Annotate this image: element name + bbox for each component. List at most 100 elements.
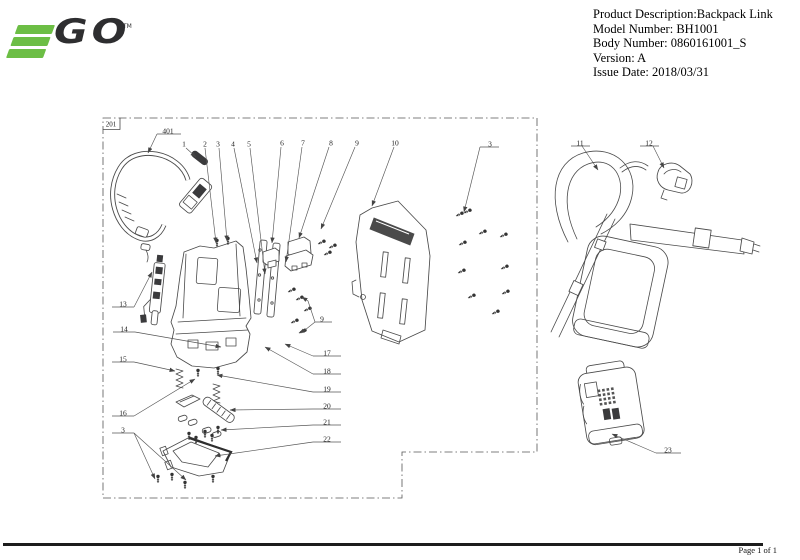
leader-line: [216, 373, 314, 393]
leader-line: [463, 146, 481, 213]
throttle-connector-drawing: [179, 177, 213, 214]
screw-icon: [327, 242, 338, 251]
callout-16: 16: [119, 409, 127, 418]
body-number-line: Body Number: 0860161001_S: [593, 36, 747, 51]
leader-line: [249, 147, 267, 275]
screw-icon: [454, 210, 465, 219]
callout-9: 9: [320, 315, 324, 324]
callout-3: 3: [488, 140, 492, 149]
screw-icon: [477, 228, 488, 237]
leader-line: [298, 146, 330, 239]
leader-line: [147, 133, 158, 154]
screw-icon: [209, 433, 215, 443]
callout-23: 23: [664, 446, 672, 455]
callout-401: 401: [162, 127, 174, 136]
callout-15: 15: [119, 355, 127, 364]
screw-icon: [499, 263, 510, 272]
pad-part: [175, 394, 201, 408]
spring-part: [212, 383, 221, 404]
callout-19: 19: [323, 385, 331, 394]
callout-11: 11: [576, 139, 583, 148]
screw-icon: [316, 238, 327, 247]
leader-line: [133, 432, 187, 481]
callout-22: 22: [323, 435, 331, 444]
version-line: Version: A: [593, 50, 647, 65]
leader-line: [270, 146, 282, 244]
bottom-tray-drawing: [159, 436, 233, 477]
leader-line: [134, 331, 222, 349]
ego-logo: GO TM: [5, 15, 132, 60]
screw-icon: [457, 239, 468, 248]
leader-line: [220, 424, 314, 432]
callout-12: 12: [645, 139, 653, 148]
issue-date-line: Issue Date: 2018/03/31: [593, 65, 709, 80]
leader-line: [371, 146, 395, 207]
leader-line: [264, 346, 314, 375]
callout-18: 18: [323, 367, 331, 376]
screw-icon: [210, 474, 216, 484]
callout-20: 20: [323, 402, 331, 411]
screw-icon: [182, 480, 188, 490]
leader-line: [214, 441, 314, 458]
leader-line: [284, 146, 303, 263]
wiring-harness-drawing: [140, 254, 166, 326]
screw-icon: [169, 472, 175, 482]
leader-line: [298, 321, 316, 334]
callout-14: 14: [120, 325, 128, 334]
screw-icon: [500, 288, 511, 297]
battery-drawing: [577, 360, 645, 446]
leader-line: [320, 146, 356, 230]
leader-line: [652, 145, 665, 169]
callout-9: 9: [355, 139, 359, 148]
screw-icon: [322, 249, 333, 258]
screw-icon: [466, 292, 477, 301]
bottom-parts-drawing: [159, 368, 235, 477]
screw-icon: [286, 286, 297, 295]
screw-icon: [294, 294, 305, 303]
screw-icon: [456, 267, 467, 276]
page-number: Page 1 of 1: [738, 545, 777, 555]
leader-line: [229, 407, 314, 413]
clip-pill-part: [177, 414, 188, 422]
leader-line: [204, 147, 218, 244]
callout-7: 7: [301, 139, 305, 148]
clip-pill-part: [187, 418, 198, 426]
callout-2: 2: [203, 140, 207, 149]
main-frame-drawing: [170, 240, 252, 369]
model-number-line: Model Number: BH1001: [593, 21, 719, 36]
screw-icon: [155, 474, 161, 484]
callout-8: 8: [329, 139, 333, 148]
product-info-block: Product Description:Backpack Link Model …: [593, 7, 773, 80]
leader-line: [581, 145, 599, 171]
leader-line: [301, 296, 316, 323]
callout-6: 6: [280, 139, 284, 148]
leader-line: [611, 433, 657, 454]
cable-wrap-band: [116, 193, 135, 222]
callout-13: 13: [119, 300, 127, 309]
footer-rule: [3, 543, 763, 546]
callout-17: 17: [323, 349, 331, 358]
leader-line: [185, 147, 197, 158]
screw-icon: [490, 308, 501, 317]
cable-loop-drawing: [110, 150, 213, 263]
leader-line: [284, 343, 314, 357]
logo-tm-mark: TM: [123, 23, 132, 30]
region-label: 201: [106, 121, 117, 129]
leader-line: [133, 361, 176, 372]
leader-line: [133, 378, 196, 417]
diagram-boundary: [102, 117, 538, 499]
screw-icon: [215, 366, 221, 376]
callout-1: 1: [182, 140, 186, 149]
logo-go-text: GO: [54, 11, 131, 52]
screw-icon: [498, 231, 509, 240]
harness-drawing: [550, 150, 761, 349]
callout-21: 21: [323, 418, 331, 427]
leader-line: [233, 147, 259, 264]
product-description-line: Product Description:Backpack Link: [593, 7, 773, 21]
spring-part: [175, 368, 184, 389]
callout-10: 10: [391, 139, 399, 148]
leader-line: [218, 147, 229, 242]
bracket-parts-drawing: [262, 236, 314, 272]
